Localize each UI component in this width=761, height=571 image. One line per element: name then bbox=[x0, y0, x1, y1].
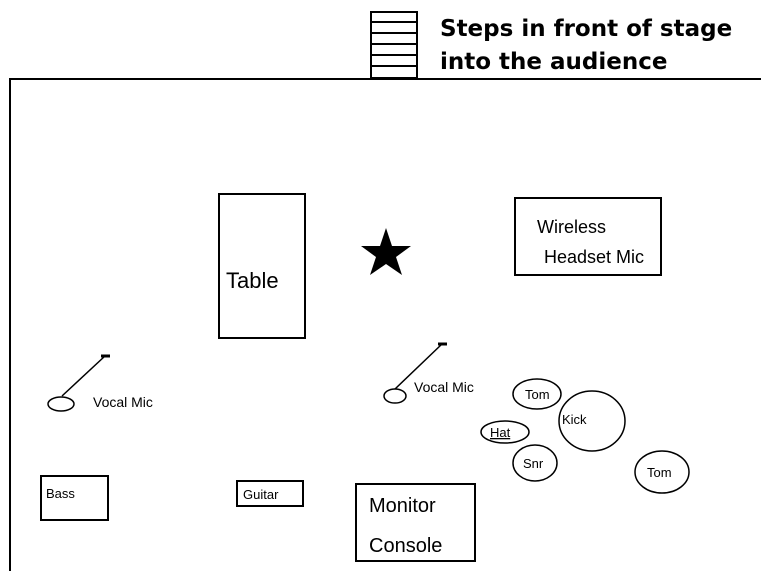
stage-outline bbox=[9, 78, 761, 571]
monitor-label-line2: Console bbox=[369, 535, 442, 557]
tom-high-drum bbox=[512, 378, 562, 410]
star-icon bbox=[361, 228, 411, 275]
monitor-console-box bbox=[355, 483, 476, 562]
kick-drum bbox=[558, 390, 626, 452]
drum-kit: Tom Kick Hat Snr Tom bbox=[480, 378, 690, 494]
steps-caption-line2: into the audience bbox=[440, 49, 667, 75]
snare-label: Snr bbox=[523, 456, 544, 471]
tom-high-label: Tom bbox=[525, 387, 550, 402]
wireless-headset-box bbox=[514, 197, 662, 276]
tom-floor-drum bbox=[634, 450, 690, 494]
snare-drum bbox=[512, 444, 558, 482]
table-box bbox=[218, 193, 306, 339]
tom-floor-label: Tom bbox=[647, 465, 672, 480]
steps-icon bbox=[370, 11, 418, 79]
bass-label: Bass bbox=[46, 486, 75, 501]
microphone-icon bbox=[383, 342, 447, 404]
wireless-label-line1: Wireless bbox=[537, 217, 606, 237]
steps-caption-line1: Steps in front of stage bbox=[440, 16, 732, 42]
hi-hat bbox=[480, 420, 530, 444]
guitar-label: Guitar bbox=[243, 487, 279, 502]
monitor-label-line1: Monitor bbox=[369, 495, 436, 517]
wireless-label-line2: Headset Mic bbox=[544, 247, 644, 267]
vocal-mic-center-label: Vocal Mic bbox=[414, 379, 474, 395]
hat-label: Hat bbox=[490, 425, 511, 440]
vocal-mic-left-label: Vocal Mic bbox=[93, 394, 153, 410]
bass-amp-box bbox=[40, 475, 109, 521]
table-label: Table bbox=[226, 268, 279, 293]
guitar-amp-box bbox=[236, 480, 304, 507]
microphone-icon bbox=[47, 354, 110, 412]
kick-label: Kick bbox=[562, 412, 587, 427]
